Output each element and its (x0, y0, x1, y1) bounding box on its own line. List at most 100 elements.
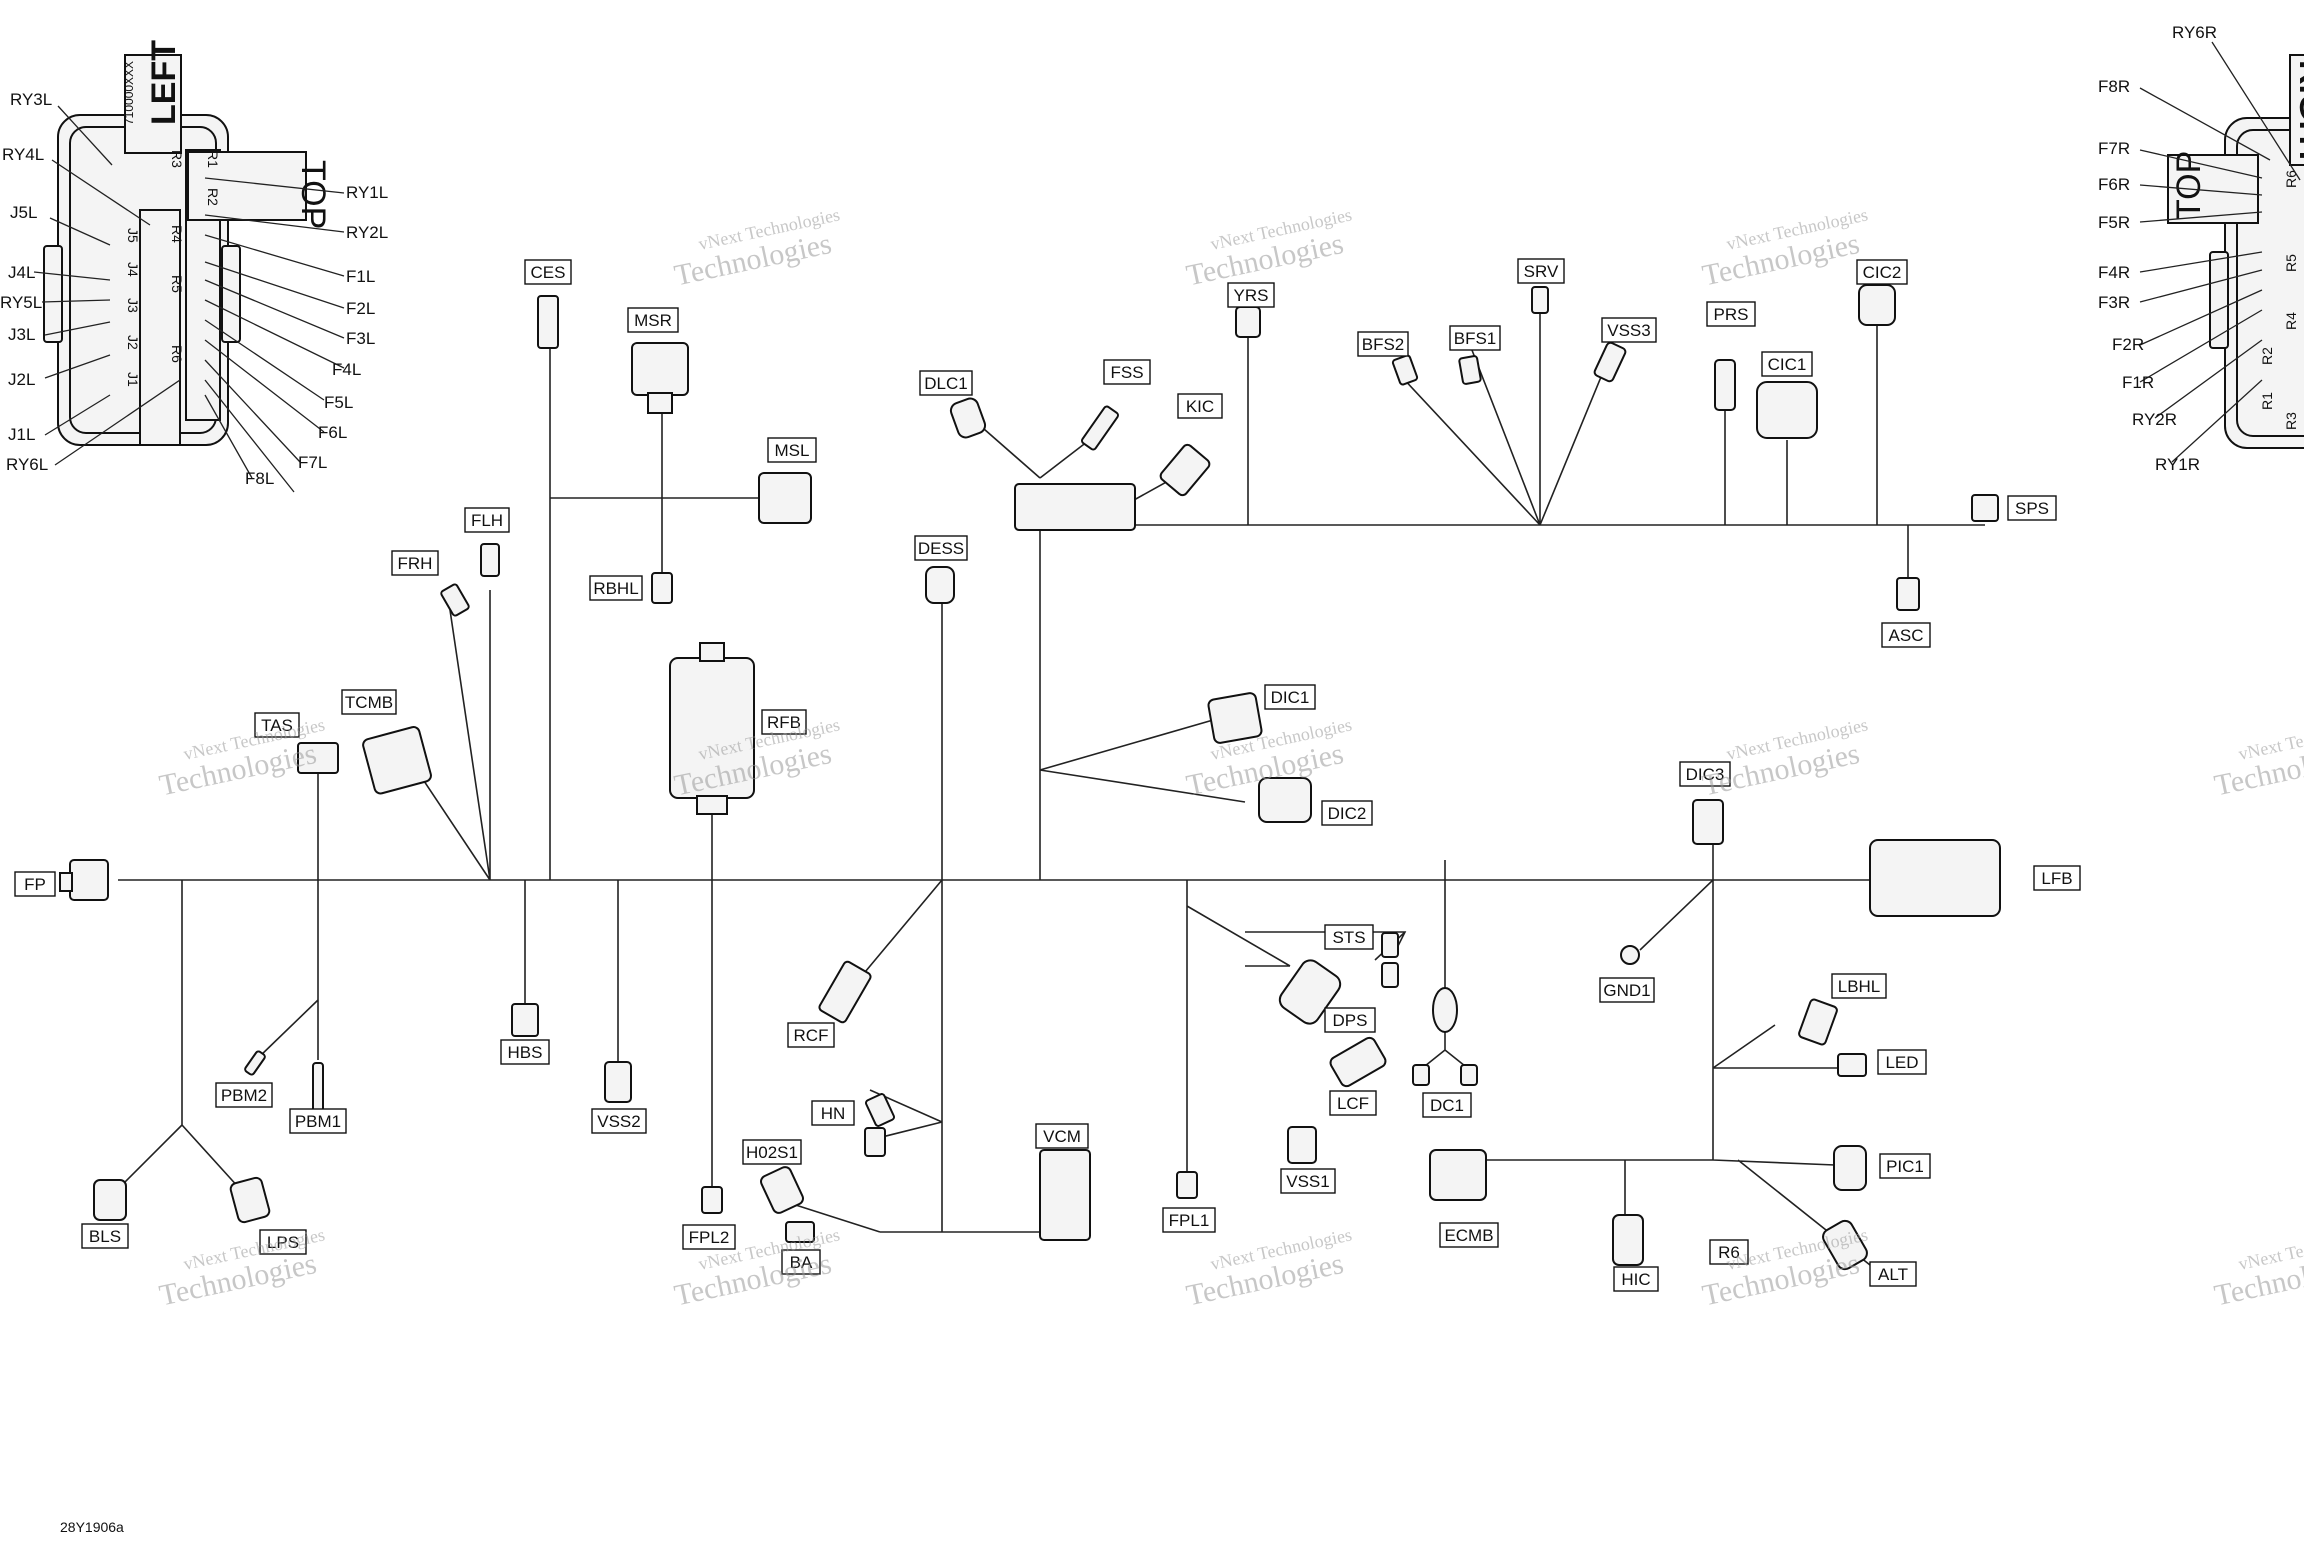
label-pic1: PIC1 (1879, 1153, 1931, 1179)
right-r2: R2 (2259, 347, 2275, 365)
fp-connector-icon (59, 859, 109, 901)
callout-f2r: F2R (2112, 335, 2144, 354)
label-fpl2: FPL2 (682, 1224, 736, 1250)
label-prs: PRS (1706, 301, 1756, 327)
callout-ry5l: RY5L (0, 293, 42, 312)
tas-connector-icon (297, 742, 339, 774)
label-cic1: CIC1 (1761, 351, 1813, 377)
label-text: ASC (1889, 626, 1924, 645)
hn-connector-icon (864, 1093, 895, 1157)
left-j4: J4 (125, 262, 141, 277)
label-text: VSS1 (1286, 1172, 1329, 1191)
pbm2-connector-icon (244, 1050, 266, 1076)
tcmb-connector-icon (362, 726, 432, 795)
callout-f4r: F4R (2098, 263, 2130, 282)
label-bls: BLS (81, 1223, 129, 1249)
label-text: CIC1 (1768, 355, 1807, 374)
label-ecmb: ECMB (1439, 1222, 1499, 1248)
label-text: LBHL (1838, 977, 1881, 996)
label-dc1: DC1 (1422, 1092, 1472, 1118)
label-sps: SPS (2007, 495, 2057, 521)
label-text: VSS3 (1607, 321, 1650, 340)
pbm1-connector-icon (312, 1062, 324, 1114)
label-text: DIC2 (1328, 804, 1367, 823)
label-rcf: RCF (787, 1022, 835, 1048)
connector-labels: FP CES MSR MSL RBHL FLH FRH TAS TCMB RFB… (14, 258, 2081, 1292)
callout-f4l: F4L (332, 360, 361, 379)
right-r6: R6 (2283, 170, 2299, 188)
callout-ry4l: RY4L (2, 145, 44, 164)
callout-j5l: J5L (10, 203, 37, 222)
label-dic2: DIC2 (1321, 800, 1373, 826)
callout-f3r: F3R (2098, 293, 2130, 312)
fpl2-connector-icon (701, 1186, 723, 1214)
label-dlc1: DLC1 (919, 370, 973, 396)
left-r1: R1 (205, 150, 221, 168)
callout-f7l: F7L (298, 453, 327, 472)
connector-icons (59, 284, 2001, 1271)
label-cic2: CIC2 (1856, 259, 1908, 285)
lcf-connector-icon (1329, 1036, 1387, 1088)
hic-connector-icon (1612, 1214, 1644, 1266)
callout-f3l: F3L (346, 329, 375, 348)
dic3-connector-icon (1692, 799, 1724, 845)
right-r5: R5 (2283, 254, 2299, 272)
label-fp: FP (14, 871, 56, 897)
kic-connector-icon (1159, 443, 1211, 497)
msl-connector-icon (758, 472, 812, 524)
label-vcm: VCM (1035, 1123, 1089, 1149)
label-text: CIC2 (1863, 263, 1902, 282)
label-text: FP (24, 875, 46, 894)
left-j5: J5 (125, 228, 141, 243)
frh-connector-icon (440, 583, 470, 617)
callout-j4l: J4L (8, 263, 35, 282)
right-r1: R1 (2259, 392, 2275, 410)
label-dic3: DIC3 (1679, 761, 1731, 787)
label-text: MSL (775, 441, 810, 460)
label-text: HBS (508, 1043, 543, 1062)
label-text: RCF (794, 1026, 829, 1045)
label-fpl1: FPL1 (1162, 1207, 1216, 1233)
left-fuse-box: LEFT 710000XXX TOP R3 R1 R2 R4 R5 R6 J5 … (0, 40, 388, 493)
ba-connector-icon (785, 1221, 815, 1243)
label-text: YRS (1234, 286, 1269, 305)
label-text: FLH (471, 511, 503, 530)
alt-connector-icon (1822, 1219, 1868, 1271)
label-tas: TAS (254, 712, 300, 738)
left-box-internal: R3 R1 R2 R4 R5 R6 J5 J4 J3 J2 J1 (125, 150, 221, 387)
label-text: ALT (1878, 1265, 1908, 1284)
label-frh: FRH (391, 550, 439, 576)
right-box-top-tag: TOP (2170, 151, 2208, 220)
callout-ry6l: RY6L (6, 455, 48, 474)
label-text: DLC1 (924, 374, 967, 393)
right-box-callouts: RY6R F8R F7R F6R F5R F4R F3R F2R F1R RY2… (2098, 23, 2217, 474)
label-sts: STS (1324, 924, 1374, 950)
label-bfs2: BFS2 (1357, 331, 1409, 357)
gnd1-connector-icon (1620, 945, 1640, 965)
right-r3: R3 (2283, 412, 2299, 430)
bls-connector-icon (93, 1179, 127, 1221)
label-text: VCM (1043, 1127, 1081, 1146)
label-text: BFS2 (1362, 335, 1405, 354)
lbhl-connector-icon (1798, 998, 1838, 1046)
callout-ry3l: RY3L (10, 90, 52, 109)
label-text: DIC1 (1271, 688, 1310, 707)
right-box-internal: R6 R5 R4 R2 R1 R3 (2259, 170, 2299, 430)
bfs1-connector-icon (1458, 355, 1482, 385)
right-box-title: RIGHT (2292, 60, 2304, 166)
ces-connector-icon (537, 295, 559, 349)
dlc1-connector-icon (949, 397, 987, 439)
callout-ry6r: RY6R (2172, 23, 2217, 42)
callout-f2l: F2L (346, 299, 375, 318)
label-text: LED (1885, 1053, 1918, 1072)
label-text: GND1 (1603, 981, 1650, 1000)
callout-f8r: F8R (2098, 77, 2130, 96)
label-gnd1: GND1 (1599, 977, 1655, 1003)
msr-connector-icon (631, 342, 689, 414)
